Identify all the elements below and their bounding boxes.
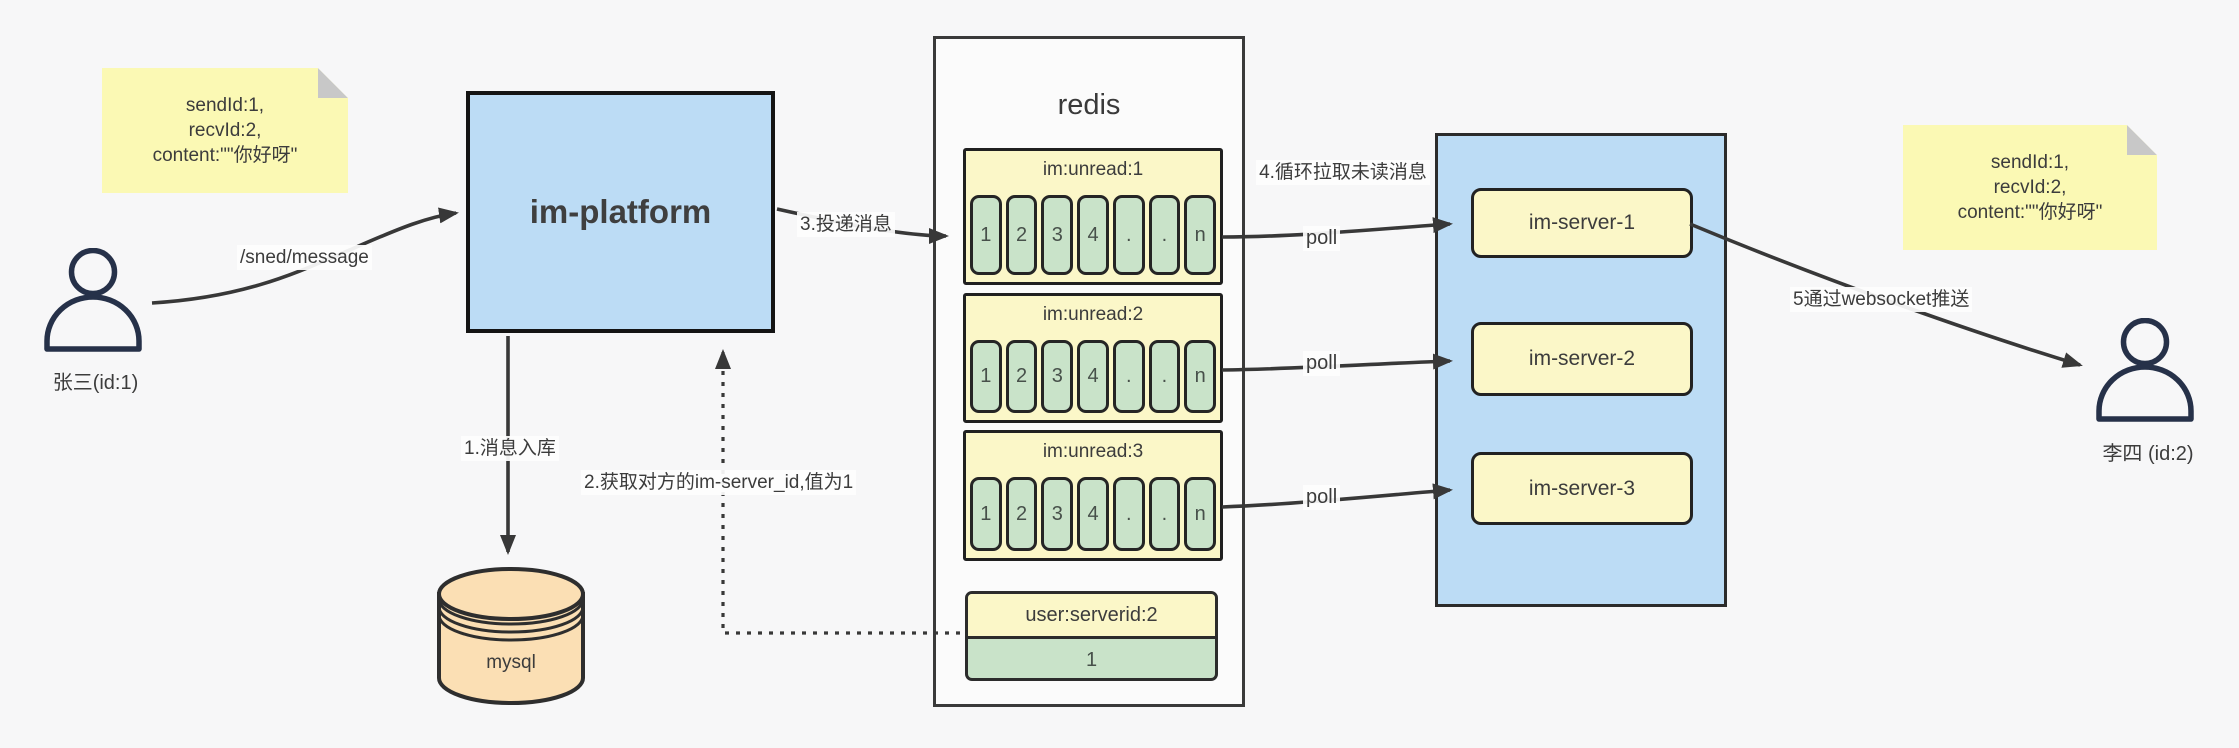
queue-cell: . <box>1112 195 1145 275</box>
im-server-2-box: im-server-2 <box>1471 322 1693 396</box>
person-sender-icon <box>44 248 142 352</box>
person-receiver-icon <box>2096 318 2194 422</box>
note-fold-icon <box>2127 125 2157 155</box>
queue-cell: 3 <box>1041 477 1074 551</box>
queue-cells: 1 2 3 4 . . n <box>970 477 1217 551</box>
queue-cell: . <box>1148 195 1181 275</box>
user-serverid-key: user:serverid:2 <box>968 594 1215 639</box>
edge-label-send: /sned/message <box>237 245 372 270</box>
queue-cell: 4 <box>1077 340 1109 413</box>
redis-container: redis im:unread:1 1 2 3 4 . . n im:unrea… <box>933 36 1245 707</box>
sticky-note-sender: sendId:1, recvId:2, content:""你好呀" <box>102 68 348 193</box>
queue-cell: 1 <box>970 477 1002 551</box>
queue-cell: 1 <box>970 195 1002 275</box>
edge-label-step2: 2.获取对方的im-server_id,值为1 <box>581 470 857 495</box>
queue-cell: n <box>1184 195 1217 275</box>
queue-cell: 3 <box>1041 195 1074 275</box>
person-receiver-label: 李四 (id:2) <box>2102 443 2194 465</box>
mysql-label: mysql <box>486 652 536 673</box>
note-line: content:""你好呀" <box>1957 202 2103 223</box>
queue-im-unread-2: im:unread:2 1 2 3 4 . . n <box>963 293 1223 423</box>
edge-label-poll-3: poll <box>1303 485 1341 510</box>
edge-label-step5: 5通过websocket推送 <box>1790 287 1973 312</box>
note-line: content:""你好呀" <box>152 145 298 166</box>
im-server-cluster: im-server-1 im-server-2 im-server-3 <box>1435 133 1727 607</box>
queue-cell: 2 <box>1005 195 1038 275</box>
queue-name: im:unread:2 <box>1042 304 1144 325</box>
note-line: recvId:2, <box>1993 177 2067 198</box>
note-line: recvId:2, <box>188 120 262 141</box>
queue-cell: 2 <box>1005 340 1038 413</box>
edge-label-poll-2: poll <box>1303 351 1341 376</box>
queue-cell: n <box>1184 477 1217 551</box>
im-server-3-box: im-server-3 <box>1471 452 1693 525</box>
queue-cell: . <box>1112 340 1145 413</box>
queue-name: im:unread:1 <box>1042 159 1144 180</box>
queue-cell: . <box>1148 340 1181 413</box>
queue-name: im:unread:3 <box>1042 441 1144 462</box>
queue-cell: 4 <box>1077 477 1109 551</box>
person-sender-label: 张三(id:1) <box>52 372 139 394</box>
user-serverid-value: 1 <box>1085 648 1098 671</box>
note-fold-icon <box>318 68 348 98</box>
queue-cell: . <box>1112 477 1145 551</box>
edge-label-step4: 4.循环拉取未读消息 <box>1256 160 1430 185</box>
queue-cells: 1 2 3 4 . . n <box>970 195 1217 275</box>
edge-label-poll-1: poll <box>1303 226 1341 251</box>
queue-cell: 2 <box>1005 477 1038 551</box>
im-server-1-box: im-server-1 <box>1471 188 1693 258</box>
im-platform-box: im-platform <box>466 91 775 333</box>
note-line: sendId:1, <box>185 95 265 116</box>
edge-label-step3: 3.投递消息 <box>797 212 895 237</box>
queue-cell: 3 <box>1041 340 1074 413</box>
user-serverid-box: user:serverid:2 1 <box>965 591 1218 681</box>
redis-title: redis <box>1057 89 1121 121</box>
queue-im-unread-3: im:unread:3 1 2 3 4 . . n <box>963 430 1223 561</box>
queue-cell: 1 <box>970 340 1002 413</box>
queue-cell: . <box>1148 477 1181 551</box>
queue-cell: 4 <box>1077 195 1109 275</box>
im-platform-label: im-platform <box>529 193 712 230</box>
sticky-note-receiver: sendId:1, recvId:2, content:""你好呀" <box>1903 125 2157 250</box>
note-line: sendId:1, <box>1990 152 2070 173</box>
queue-im-unread-1: im:unread:1 1 2 3 4 . . n <box>963 148 1223 285</box>
queue-cell: n <box>1184 340 1217 413</box>
mysql-cylinder-icon <box>437 567 585 705</box>
edge-label-step1: 1.消息入库 <box>461 436 559 461</box>
queue-cells: 1 2 3 4 . . n <box>970 340 1217 413</box>
